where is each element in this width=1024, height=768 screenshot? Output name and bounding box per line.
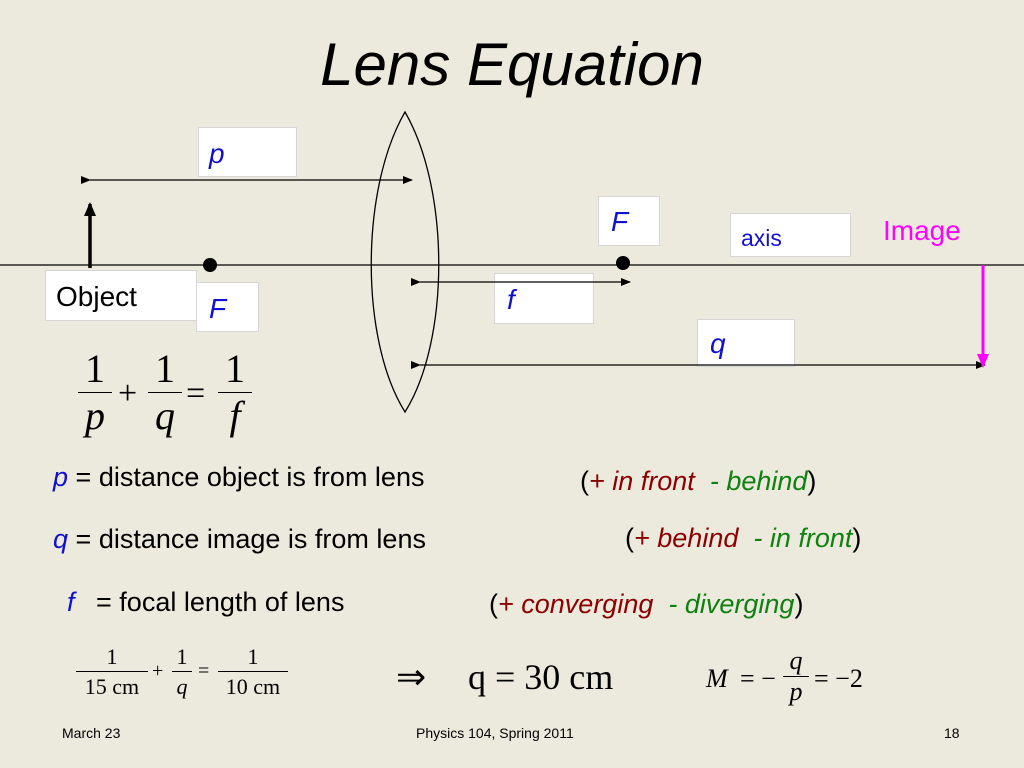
- example-result: q = 30 cm: [468, 657, 614, 697]
- definition-text: = distance object is from lens: [75, 462, 425, 492]
- example-term-2: 1 q: [172, 643, 192, 702]
- fraction-bar: [172, 671, 192, 673]
- fraction-bar: [148, 392, 182, 394]
- paren-open: (: [489, 589, 498, 619]
- equation-term-q: 1 q: [148, 346, 182, 439]
- equation-plus: +: [118, 375, 138, 412]
- sign-convention-f: (+ converging - diverging): [489, 589, 803, 620]
- equation-one: 1: [85, 346, 105, 391]
- footer-date: March 23: [62, 725, 121, 741]
- equation-term-f: 1 f: [218, 346, 252, 439]
- example-term-1: 1 15 cm: [76, 643, 148, 702]
- definition-p: p = distance object is from lens: [53, 462, 424, 493]
- definition-text: = distance image is from lens: [75, 524, 426, 554]
- definition-text: = focal length of lens: [96, 587, 345, 617]
- image-label: Image: [883, 215, 961, 246]
- magnification-p: p: [789, 677, 803, 707]
- fraction-bar: [218, 671, 288, 673]
- fraction-bar: [78, 392, 112, 394]
- paren-close: ): [794, 589, 804, 619]
- positive-convention: + in front: [589, 466, 695, 496]
- slide-title: Lens Equation: [320, 31, 704, 98]
- F-right-label-box: F: [598, 196, 660, 246]
- equation-one: 1: [225, 346, 245, 391]
- magnification-result: = −2: [814, 664, 863, 693]
- paren-open: (: [625, 523, 634, 553]
- lens: [370, 110, 440, 414]
- F-left-label: F: [209, 293, 227, 324]
- example-one: 1: [106, 644, 118, 669]
- example-equals: =: [198, 660, 210, 682]
- fraction-bar: [218, 392, 252, 394]
- paren-close: ): [807, 466, 817, 496]
- equation-f: f: [229, 393, 241, 439]
- positive-convention: + behind: [634, 523, 739, 553]
- F-left-label-box: F: [196, 282, 259, 332]
- equation-p: p: [85, 393, 105, 439]
- negative-convention: - in front: [753, 523, 853, 553]
- definition-symbol: f: [67, 587, 75, 617]
- equation-one: 1: [155, 346, 175, 391]
- paren-close: ): [852, 523, 862, 553]
- definition-symbol: p: [53, 462, 69, 492]
- example-plus: +: [152, 660, 164, 682]
- sign-convention-p: (+ in front - behind): [580, 466, 816, 497]
- F-right-label: F: [611, 206, 629, 237]
- negative-convention: - behind: [709, 466, 808, 496]
- implies-symbol: ⇒: [396, 657, 427, 697]
- object-label: Object: [56, 281, 137, 312]
- sign-convention-q: (+ behind - in front): [625, 523, 861, 554]
- fraction-bar: [783, 676, 809, 678]
- axis-label-box: axis: [730, 213, 851, 257]
- positive-convention: + converging: [498, 589, 654, 619]
- example-term-3: 1 10 cm: [218, 643, 288, 702]
- example-one: 1: [176, 644, 188, 669]
- paren-open: (: [580, 466, 589, 496]
- p-label: p: [209, 138, 225, 169]
- footer-course: Physics 104, Spring 2011: [416, 725, 574, 741]
- f-label: f: [507, 284, 515, 315]
- q-label: q: [710, 328, 726, 359]
- focal-point-right: [616, 256, 630, 270]
- example-10cm: 10 cm: [225, 674, 281, 700]
- definition-f: f = focal length of lens: [67, 587, 344, 618]
- magnification-M: M: [706, 664, 728, 693]
- fraction-bar: [76, 671, 148, 673]
- object-label-box: Object: [45, 270, 197, 321]
- q-label-box: q: [697, 319, 795, 367]
- magnification-fraction: q p: [783, 646, 809, 707]
- definition-symbol: q: [53, 524, 69, 554]
- example-one: 1: [247, 644, 259, 669]
- equation-q: q: [155, 393, 175, 439]
- footer-page-number: 18: [944, 725, 960, 741]
- axis-label: axis: [741, 225, 782, 251]
- magnification-equals-minus: = −: [740, 664, 776, 693]
- equation-term-p: 1 p: [78, 346, 112, 439]
- negative-convention: - diverging: [668, 589, 795, 619]
- magnification-q: q: [789, 646, 803, 675]
- definition-q: q = distance image is from lens: [53, 524, 426, 555]
- example-15cm: 15 cm: [84, 674, 140, 700]
- p-label-box: p: [198, 127, 297, 177]
- equation-equals: =: [186, 375, 206, 412]
- example-q: q: [176, 674, 188, 700]
- focal-point-left: [203, 258, 217, 272]
